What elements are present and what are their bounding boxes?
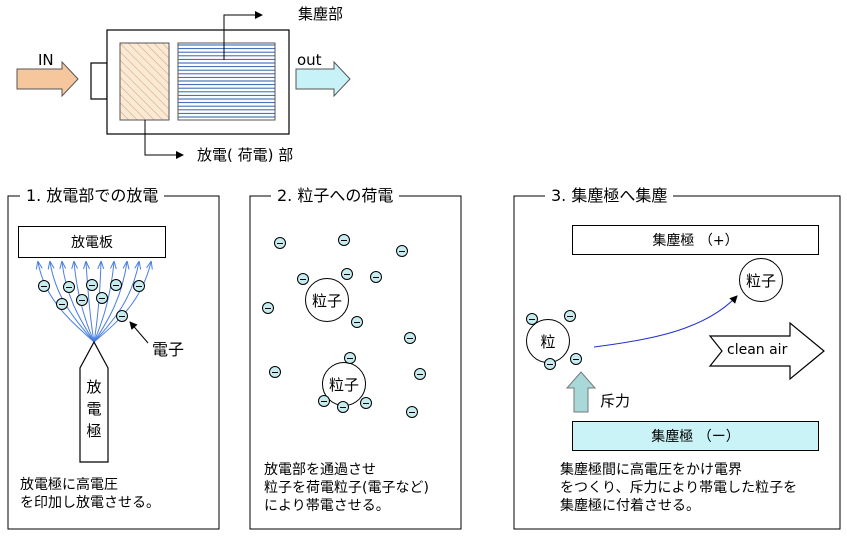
- electron: [274, 237, 286, 249]
- panel-2-title: 2. 粒子への荷電: [271, 188, 400, 204]
- electron: [404, 332, 416, 344]
- electron: [86, 279, 98, 291]
- electron: [414, 368, 426, 380]
- panel-1-title: 1. 放電部での放電: [20, 188, 165, 204]
- discharge-label: 放電( 荷電) 部: [197, 146, 294, 164]
- repulsion-label: 斥力: [600, 392, 631, 410]
- collector-label: 集塵部: [298, 5, 344, 23]
- in-label: IN: [38, 51, 54, 69]
- collected-particle: 粒子: [739, 258, 783, 302]
- electron: [344, 352, 356, 364]
- out-label: out: [297, 51, 322, 69]
- electron: [63, 281, 75, 293]
- electron: [318, 395, 330, 407]
- electron-pointer: [129, 321, 149, 344]
- electron: [544, 358, 556, 370]
- charged-particle: 粒: [526, 319, 570, 363]
- particle: 粒子: [305, 278, 349, 322]
- collector-section: [177, 42, 276, 121]
- out-arrow: [295, 60, 351, 98]
- electron: [526, 313, 538, 325]
- electron: [56, 298, 68, 310]
- collector-plate-positive: 集塵極 （+）: [572, 225, 819, 255]
- electron: [564, 310, 576, 322]
- in-arrow: [16, 60, 79, 98]
- electron: [360, 397, 372, 409]
- discharge-section: [119, 42, 170, 121]
- field-lines: [38, 262, 151, 343]
- panel-3-title: 3. 集塵極へ集塵: [545, 188, 674, 204]
- panel-2-description: 放電部を通過させ 粒子を荷電粒子(電子など) により帯電させる。: [264, 462, 429, 514]
- collector-leader: [223, 11, 263, 60]
- discharge-electrode: [79, 340, 109, 463]
- electron: [38, 280, 50, 292]
- electron: [338, 234, 350, 246]
- electron: [297, 273, 309, 285]
- electron: [269, 366, 281, 378]
- clean-air-label: clean air: [727, 342, 788, 358]
- panel-3-frame: [513, 195, 841, 530]
- electron: [370, 271, 382, 283]
- particle-trajectory: [593, 295, 738, 348]
- panel-3-description: 集塵極間に高電圧をかけ電界 をつくり、斥力により帯電した粒子を 集塵極に付着させ…: [560, 462, 798, 514]
- electron: [110, 279, 122, 291]
- discharge-plate: 放電板: [18, 226, 166, 258]
- electron: [341, 268, 353, 280]
- electron: [96, 292, 108, 304]
- collector-plate-negative: 集塵極 （ー）: [572, 421, 819, 451]
- clean-air-arrow: [708, 321, 825, 381]
- electron: [337, 401, 349, 413]
- discharge-electrode-label: 放電極: [86, 378, 102, 440]
- electron: [351, 316, 363, 328]
- electron: [262, 302, 274, 314]
- discharge-leader: [144, 120, 184, 159]
- electron: [570, 353, 582, 365]
- electron: [133, 280, 145, 292]
- electron: [116, 310, 128, 322]
- electron: [406, 406, 418, 418]
- inlet-tab: [90, 62, 108, 100]
- repulsion-arrow: [565, 371, 597, 413]
- electron-label: 電子: [152, 340, 185, 359]
- electron: [76, 294, 88, 306]
- panel-1-description: 放電極に高電圧 を印加し放電させる。: [20, 477, 160, 511]
- electron: [396, 245, 408, 257]
